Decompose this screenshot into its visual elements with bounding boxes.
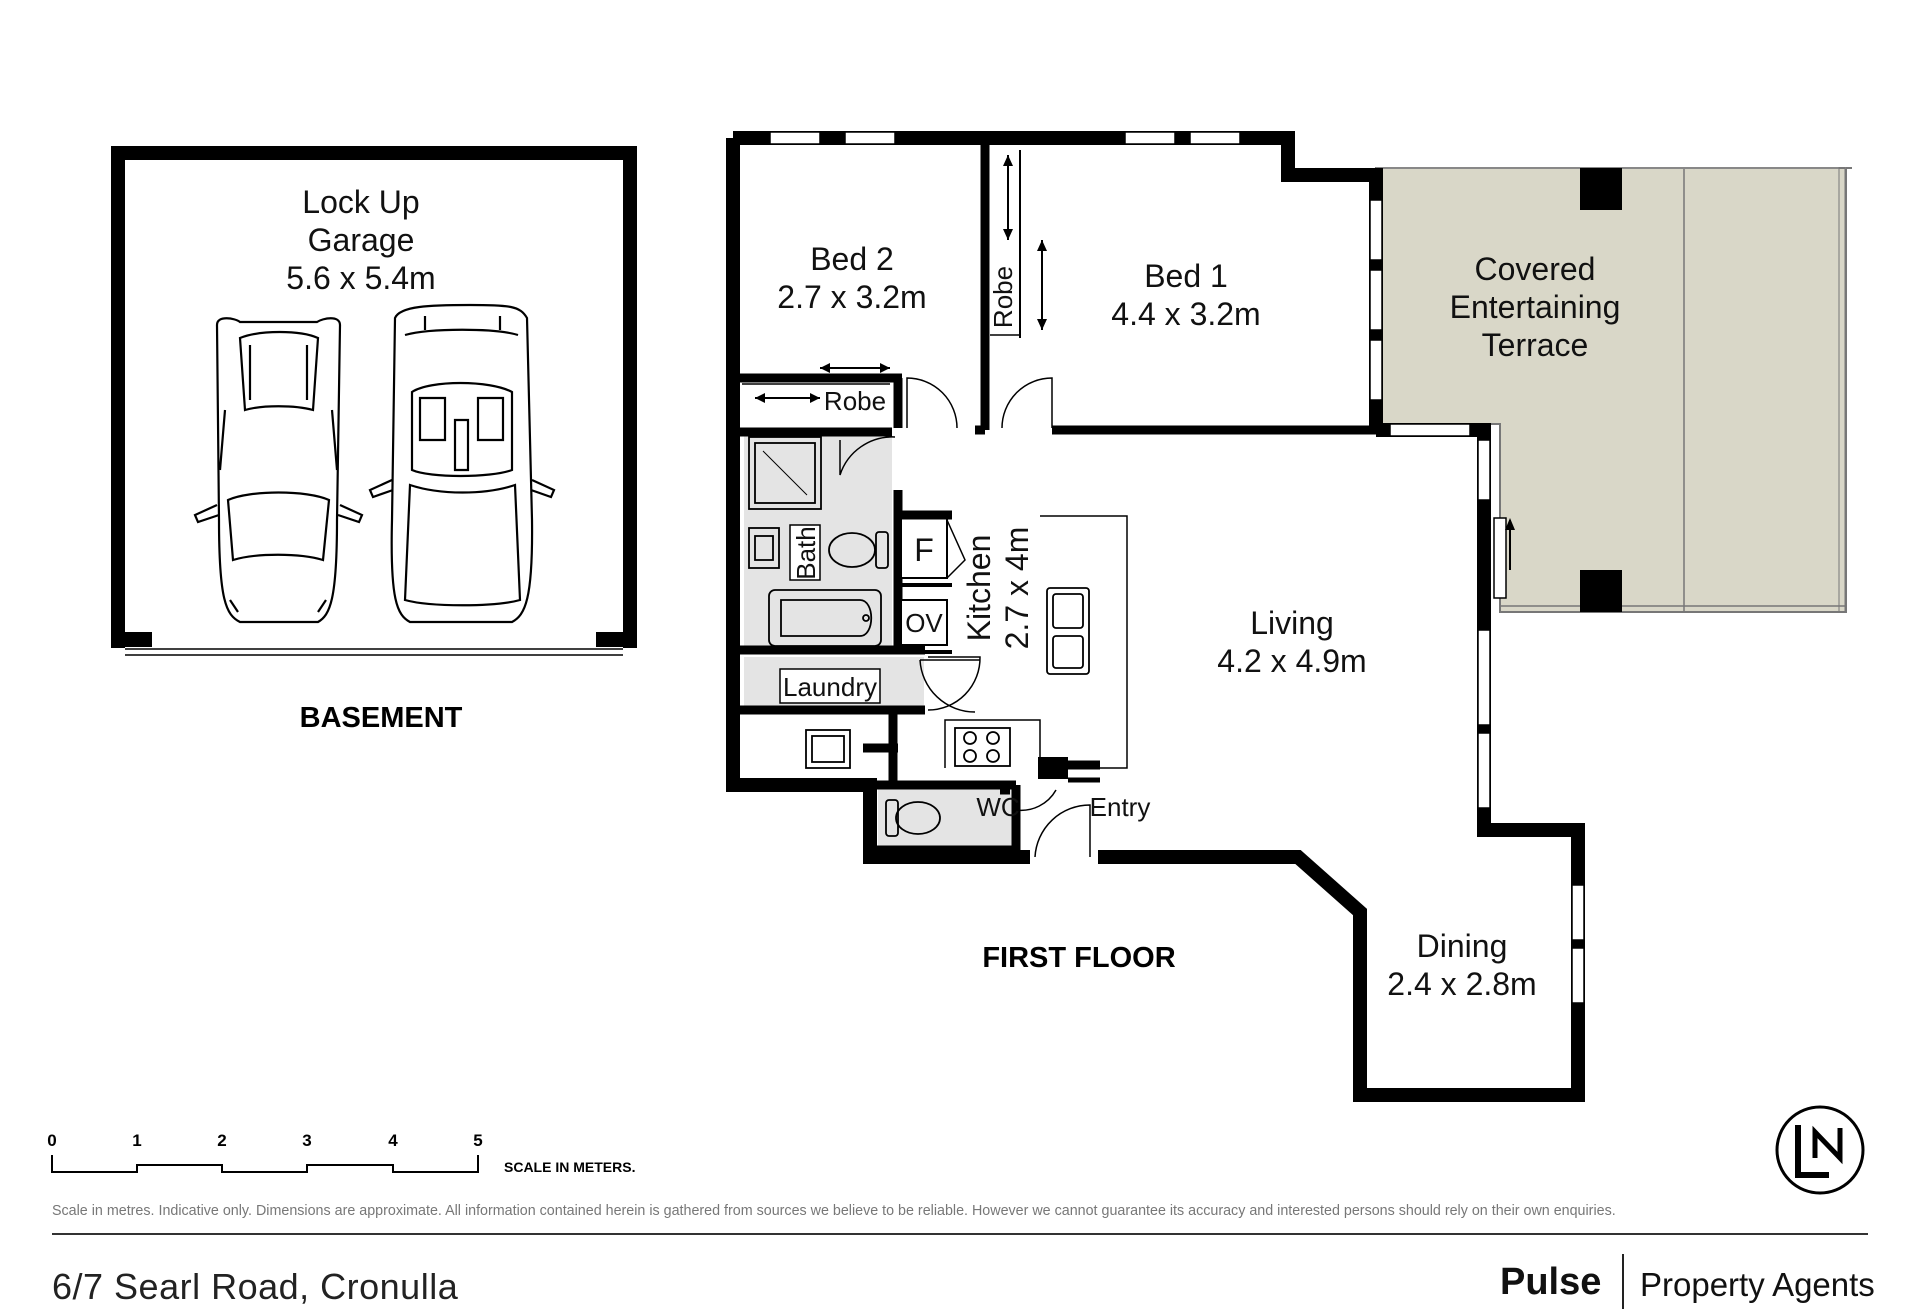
laundry-label: Laundry xyxy=(783,672,877,702)
bath-label-box xyxy=(789,524,821,581)
bed2-size: 2.7 x 3.2m xyxy=(777,279,926,315)
sliding-door xyxy=(1493,517,1507,599)
robe-bed2-label: Robe xyxy=(824,386,886,416)
kitchen-size: 2.7 x 4m xyxy=(999,527,1035,650)
car-icon xyxy=(193,317,364,624)
window xyxy=(769,131,1585,1004)
robe-bed1: Robe xyxy=(988,150,1047,338)
scale-tick-label: 2 xyxy=(217,1131,226,1150)
bed1-size: 4.4 x 3.2m xyxy=(1111,296,1260,332)
property-address: 6/7 Searl Road, Cronulla xyxy=(52,1266,459,1307)
scale-tick-label: 1 xyxy=(132,1131,141,1150)
scale-bar: 0 1 2 3 4 5 SCALE IN METERS. xyxy=(47,1131,635,1175)
garage-label-line1: Lock Up xyxy=(302,184,419,220)
bed1-label: Bed 1 xyxy=(1144,258,1228,294)
disclaimer-text: Scale in metres. Indicative only. Dimens… xyxy=(52,1203,1616,1219)
garage-label-line3: 5.6 x 5.4m xyxy=(286,260,435,296)
oven-label: OV xyxy=(905,608,943,638)
garage-walls xyxy=(111,146,637,648)
bed2-label: Bed 2 xyxy=(810,241,894,277)
bathtub-icon xyxy=(768,589,882,647)
door-swing xyxy=(839,377,1091,858)
toilet-icon xyxy=(885,799,941,837)
first-floor-label: FIRST FLOOR xyxy=(982,942,1175,974)
terrace-post xyxy=(1580,570,1622,612)
oven xyxy=(900,599,948,646)
terrace-area xyxy=(1375,167,1847,613)
sink-icon xyxy=(748,527,780,569)
terrace-label-line1: Covered xyxy=(1475,251,1596,287)
bath-label: Bath xyxy=(791,526,821,580)
brand-tagline: Property Agents xyxy=(1640,1266,1875,1303)
wc-area xyxy=(878,787,1016,850)
robe-bed1-label: Robe xyxy=(988,266,1018,328)
wc-label: WC xyxy=(976,792,1019,822)
laundry-label-box xyxy=(779,668,881,704)
living-label: Living xyxy=(1250,605,1334,641)
terrace-label-line2: Entertaining xyxy=(1450,289,1621,325)
basement-label: BASEMENT xyxy=(300,702,463,734)
sink-icon xyxy=(1046,587,1090,675)
car-icon xyxy=(368,303,556,624)
brand-logo: Pulse xyxy=(1500,1261,1602,1303)
fridge-label: F xyxy=(914,532,934,568)
brand-divider xyxy=(1622,1254,1624,1309)
robe-bed2: Robe xyxy=(742,363,890,416)
scale-tick-label: 0 xyxy=(47,1131,56,1150)
scale-tick-label: 3 xyxy=(302,1131,311,1150)
scale-tick-label: 4 xyxy=(388,1131,398,1150)
footer-divider xyxy=(52,1233,1868,1235)
garage-label-line2: Garage xyxy=(308,222,415,258)
kitchen-label: Kitchen xyxy=(961,535,997,642)
entry-label: Entry xyxy=(1090,792,1151,822)
sink-icon xyxy=(805,729,851,769)
living-size: 4.2 x 4.9m xyxy=(1217,643,1366,679)
dining-label: Dining xyxy=(1417,928,1508,964)
shower-icon xyxy=(748,436,822,510)
dining-size: 2.4 x 2.8m xyxy=(1387,966,1536,1002)
first-floor-plan: Robe Robe Bath xyxy=(726,131,1852,1102)
terrace-post xyxy=(1580,168,1622,210)
kitchen-bench xyxy=(944,515,1128,769)
basement-plan: Lock Up Garage 5.6 x 5.4m BASEMENT xyxy=(111,146,637,734)
north-arrow-icon xyxy=(1775,1105,1865,1195)
scale-tick-label: 5 xyxy=(473,1131,482,1150)
cooktop-icon xyxy=(954,727,1011,767)
terrace-label-line3: Terrace xyxy=(1482,327,1589,363)
scale-caption: SCALE IN METERS. xyxy=(504,1159,635,1175)
toilet-icon xyxy=(828,531,889,569)
